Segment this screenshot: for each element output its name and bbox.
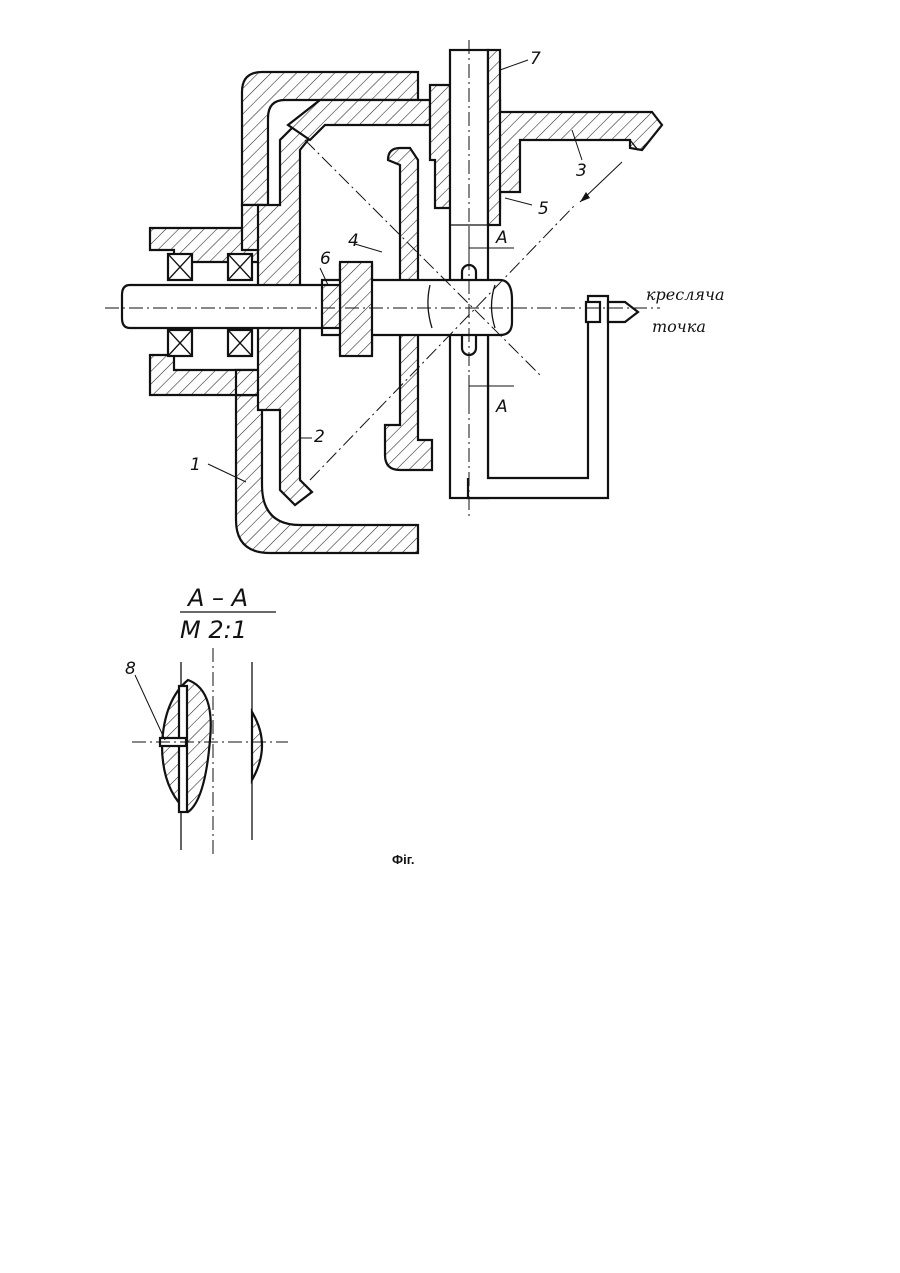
drawing-point-label: креслячa точкa [646, 285, 725, 336]
pen-holder [586, 302, 600, 322]
svg-text:7: 7 [530, 49, 541, 69]
svg-text:креслячa: креслячa [646, 285, 725, 304]
main-assembly-view: A A 1 2 3 4 5 6 [105, 40, 725, 553]
svg-text:1: 1 [190, 455, 201, 475]
section-key [179, 686, 187, 812]
bevel-gear-ring-top [288, 100, 430, 140]
svg-text:точкa: точкa [652, 317, 706, 336]
label-part-2: 2 [300, 427, 325, 447]
label-part-5: 5 [505, 198, 549, 219]
svg-text:3: 3 [576, 161, 587, 181]
svg-text:2: 2 [314, 427, 325, 447]
drawing-point-tip [608, 302, 638, 322]
svg-text:5: 5 [538, 199, 549, 219]
bearing-bottom [168, 330, 252, 356]
housing-part-1-lower [236, 395, 418, 553]
section-mark-bottom-label: A [495, 397, 508, 417]
label-part-8: 8 [125, 659, 165, 740]
shaft-7-bushing [488, 50, 500, 225]
label-part-4: 4 [348, 231, 382, 252]
section-mark-top-label: A [495, 228, 508, 248]
figure-caption: Фіг. [392, 852, 414, 867]
label-part-7: 7 [500, 49, 541, 70]
housing-part-1 [242, 72, 418, 205]
svg-text:6: 6 [320, 249, 331, 269]
section-scale: M 2:1 [180, 616, 247, 644]
svg-text:4: 4 [348, 231, 359, 251]
svg-text:8: 8 [125, 659, 136, 679]
section-a-a-view: A – A M 2:1 8 [125, 584, 288, 856]
shaft-collar [340, 262, 372, 356]
section-title: A – A [186, 584, 248, 612]
